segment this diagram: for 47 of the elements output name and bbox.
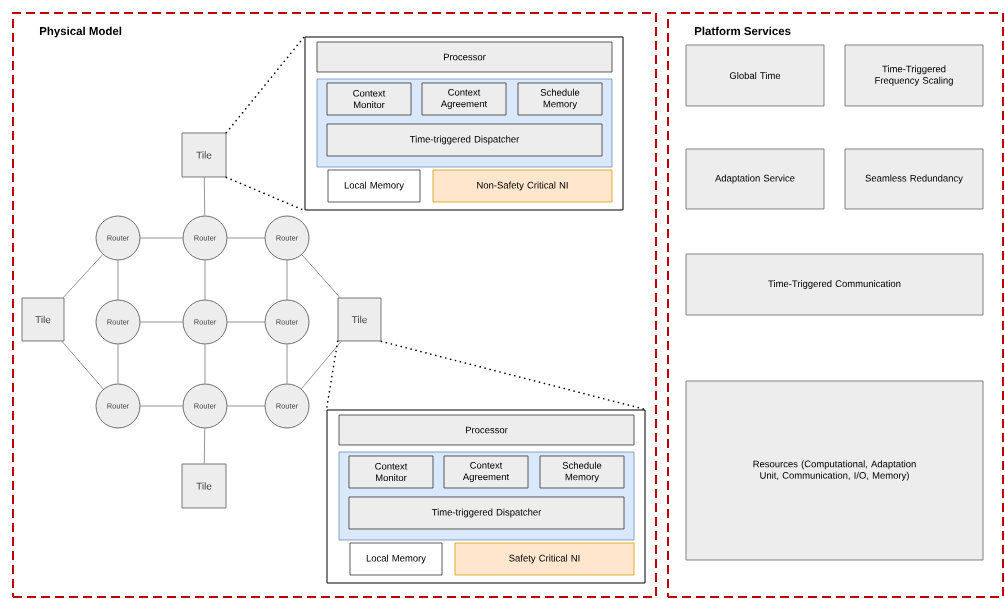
service-box: Time-Triggered Frequency Scaling bbox=[844, 44, 984, 107]
link-line bbox=[203, 177, 206, 216]
component-box: Safety Critical NI bbox=[454, 542, 635, 576]
link-line bbox=[227, 405, 265, 407]
link-line bbox=[140, 321, 183, 323]
link-line bbox=[301, 341, 342, 390]
link-line bbox=[286, 344, 288, 384]
link-line bbox=[204, 260, 206, 300]
component-box: Context Monitor bbox=[326, 82, 412, 116]
zoom-line bbox=[225, 35, 306, 134]
component-box: Schedule Memory bbox=[539, 455, 625, 489]
zoom-line bbox=[325, 340, 339, 411]
link-line bbox=[140, 405, 183, 407]
link-line bbox=[117, 344, 119, 384]
component-box: Schedule Memory bbox=[517, 82, 603, 116]
zoom-line bbox=[380, 340, 647, 411]
link-line bbox=[286, 260, 288, 300]
tile-box: Tile bbox=[337, 297, 382, 342]
link-line bbox=[301, 254, 341, 298]
link-line bbox=[62, 254, 104, 298]
component-box: Processor bbox=[316, 41, 613, 73]
component-box: Context Monitor bbox=[348, 455, 434, 489]
component-box: Processor bbox=[338, 414, 635, 446]
link-line bbox=[203, 428, 206, 464]
link-line bbox=[227, 321, 265, 323]
component-box: Local Memory bbox=[327, 169, 421, 203]
link-line bbox=[117, 260, 119, 300]
component-box: Non-Safety Critical NI bbox=[432, 169, 613, 203]
service-box: Global Time bbox=[685, 44, 825, 107]
link-line bbox=[140, 237, 183, 239]
component-box: Time-triggered Dispatcher bbox=[348, 496, 625, 530]
detail-box bbox=[304, 36, 624, 211]
link-line bbox=[204, 344, 206, 384]
detail-box bbox=[326, 409, 646, 584]
tile-box: Tile bbox=[181, 463, 227, 509]
component-box: Context Agreement bbox=[443, 455, 529, 489]
component-box: Context Agreement bbox=[421, 82, 507, 116]
component-box: Local Memory bbox=[349, 542, 443, 576]
link-line bbox=[227, 237, 265, 239]
tile-box: Tile bbox=[181, 132, 227, 178]
component-box: Time-triggered Dispatcher bbox=[326, 123, 603, 157]
service-box: Seamless Redundancy bbox=[844, 148, 984, 210]
service-box: Resources (Computational, Adaptation Unit, Communication, I/O, Memory) bbox=[685, 380, 984, 561]
tile-box: Tile bbox=[21, 297, 65, 342]
service-box: Adaptation Service bbox=[685, 148, 825, 210]
link-line bbox=[61, 341, 104, 390]
service-box: Time-Triggered Communication bbox=[685, 253, 984, 316]
